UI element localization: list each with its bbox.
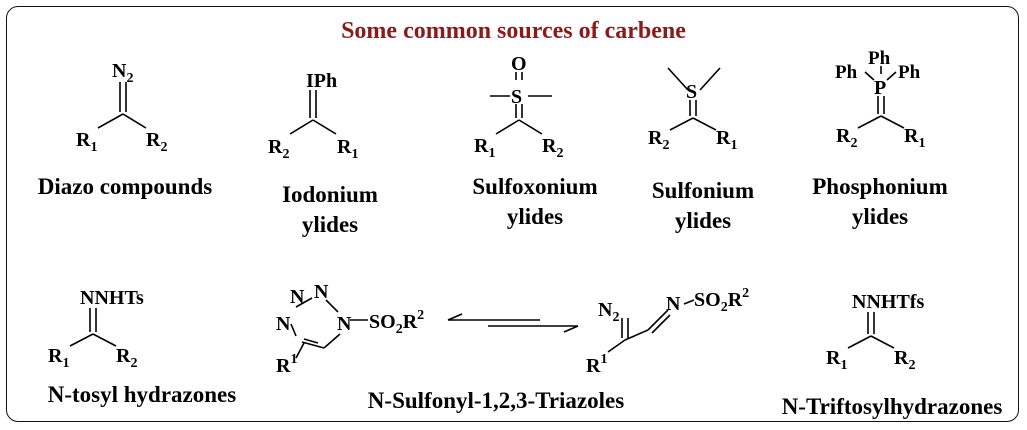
structure-triazole: N N N N SO2R2 R1	[276, 281, 424, 377]
svg-text:IPh: IPh	[306, 70, 337, 92]
svg-text:N: N	[276, 313, 291, 335]
svg-text:P: P	[874, 77, 886, 99]
label-tosylhydrazone: N-tosyl hydrazones	[47, 382, 237, 407]
svg-text:R1: R1	[474, 135, 495, 161]
svg-text:Ph: Ph	[898, 62, 921, 83]
diagram-title: Some common sources of carbene	[341, 18, 686, 44]
label-phosphonium: Phosphonium ylides	[812, 174, 948, 229]
structure-sulfonium: S R2 R1	[648, 67, 737, 153]
svg-text:R2: R2	[146, 129, 167, 155]
svg-text:NNHTfs: NNHTfs	[852, 291, 924, 313]
svg-text:R1: R1	[826, 347, 847, 373]
svg-text:R1: R1	[586, 352, 607, 377]
svg-text:R1: R1	[76, 129, 97, 155]
structure-diazo-imine: N2 N SO2R2 R1	[586, 286, 749, 377]
svg-text:N2: N2	[598, 299, 619, 325]
diagram-frame	[6, 6, 1019, 422]
svg-text:R2: R2	[542, 135, 563, 161]
svg-text:R2: R2	[836, 125, 857, 151]
svg-text:N: N	[290, 286, 305, 308]
structure-sulfoxonium: O S R1 R2	[474, 53, 563, 161]
svg-text:R2: R2	[648, 127, 669, 153]
svg-text:O: O	[511, 53, 527, 75]
svg-text:R2: R2	[894, 347, 915, 373]
structure-phosphonium: Ph Ph Ph P R2 R1	[835, 48, 925, 151]
svg-text:N: N	[314, 281, 329, 303]
structure-diazo: N2 R1 R2	[76, 60, 167, 155]
label-triftosyl: N-Triftosylhydrazones	[781, 394, 1003, 419]
svg-text:Ph: Ph	[835, 62, 858, 83]
svg-text:S: S	[511, 86, 522, 108]
svg-text:N: N	[666, 293, 681, 315]
svg-text:R1: R1	[716, 127, 737, 153]
svg-text:N2: N2	[112, 60, 133, 86]
svg-text:S: S	[686, 81, 697, 103]
svg-text:R2: R2	[268, 136, 289, 162]
svg-text:R2: R2	[116, 345, 137, 371]
label-iodonium: Iodonium ylides	[282, 182, 378, 237]
svg-text:R1: R1	[904, 125, 925, 151]
svg-text:R1: R1	[48, 345, 69, 371]
structure-tosylhydrazone: NNHTs R1 R2	[48, 287, 144, 371]
structure-triftosylhydrazone: NNHTfs R1 R2	[826, 291, 924, 373]
svg-text:SO2R2: SO2R2	[694, 286, 749, 315]
label-triazole: N-Sulfonyl-1,2,3-Triazoles	[367, 388, 625, 413]
structure-iodonium: IPh R2 R1	[268, 70, 358, 162]
svg-text:N: N	[337, 313, 352, 335]
svg-text:Ph: Ph	[868, 48, 891, 69]
label-diazo: Diazo compounds	[37, 174, 213, 199]
label-sulfoxonium: Sulfoxonium ylides	[472, 174, 598, 229]
svg-text:SO2R2: SO2R2	[369, 308, 424, 337]
svg-text:NNHTs: NNHTs	[80, 287, 144, 309]
svg-text:R1: R1	[337, 136, 358, 162]
label-sulfonium: Sulfonium ylides	[651, 178, 755, 233]
equilibrium-arrows	[447, 313, 579, 333]
svg-text:R1: R1	[276, 352, 297, 377]
